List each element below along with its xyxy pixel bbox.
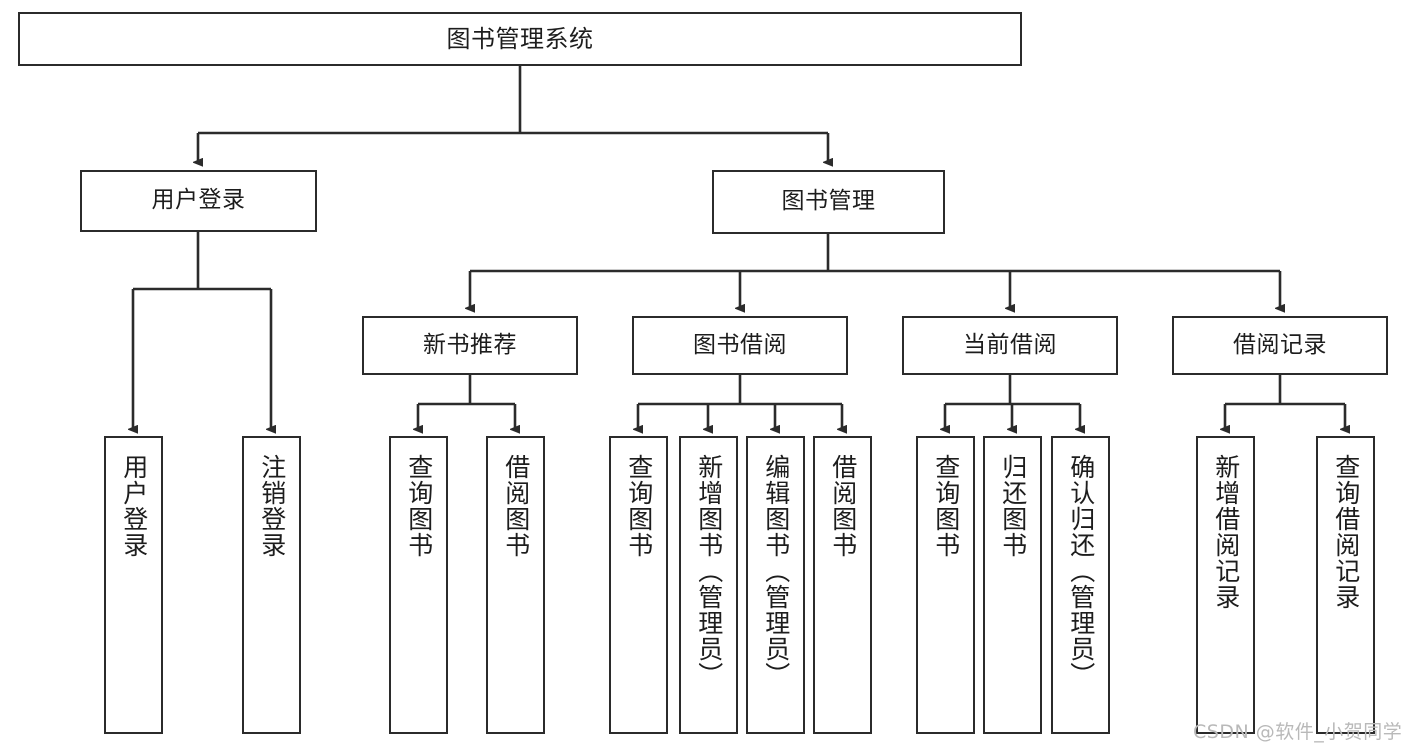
node-label: 图书管理系统 [446, 24, 594, 53]
node-label: 确认归还（管理员） [1066, 454, 1096, 688]
node-leaf-book-borrow-edit[interactable]: 编辑图书（管理员） [746, 436, 805, 734]
node-leaf-book-borrow-query[interactable]: 查询图书 [609, 436, 668, 734]
node-borrow-record[interactable]: 借阅记录 [1172, 316, 1388, 375]
node-label: 查询借阅记录 [1331, 454, 1361, 610]
node-leaf-new-book-query[interactable]: 查询图书 [389, 436, 448, 734]
node-leaf-user-login-login[interactable]: 用户登录 [104, 436, 163, 734]
node-book-borrow[interactable]: 图书借阅 [632, 316, 848, 375]
node-label: 注销登录 [257, 454, 287, 558]
node-leaf-current-borrow-return[interactable]: 归还图书 [983, 436, 1042, 734]
node-user-login[interactable]: 用户登录 [80, 170, 317, 232]
node-leaf-book-borrow-borrow[interactable]: 借阅图书 [813, 436, 872, 734]
node-label: 编辑图书（管理员） [761, 454, 791, 688]
node-label: 图书管理 [781, 188, 876, 215]
node-label: 图书借阅 [693, 331, 787, 358]
node-label: 新增借阅记录 [1211, 454, 1241, 610]
node-label: 查询图书 [404, 454, 434, 558]
node-book-management[interactable]: 图书管理 [712, 170, 945, 234]
node-label: 归还图书 [998, 454, 1028, 558]
node-label: 当前借阅 [963, 331, 1057, 358]
node-label: 借阅记录 [1233, 331, 1327, 358]
node-leaf-book-borrow-add[interactable]: 新增图书（管理员） [679, 436, 738, 734]
node-new-book-recommend[interactable]: 新书推荐 [362, 316, 578, 375]
node-current-borrow[interactable]: 当前借阅 [902, 316, 1118, 375]
node-label: 查询图书 [624, 454, 654, 558]
node-leaf-borrow-record-query[interactable]: 查询借阅记录 [1316, 436, 1375, 734]
csdn-watermark: CSDN @软件_小贺同学 [1193, 717, 1402, 744]
node-leaf-current-borrow-confirm-return[interactable]: 确认归还（管理员） [1051, 436, 1110, 734]
node-label: 用户登录 [119, 454, 149, 558]
node-root-book-management-system[interactable]: 图书管理系统 [18, 12, 1022, 66]
node-label: 用户登录 [151, 187, 246, 214]
node-label: 新增图书（管理员） [694, 454, 724, 688]
watermark-text: CSDN @软件_小贺同学 [1193, 721, 1403, 743]
node-leaf-borrow-record-add[interactable]: 新增借阅记录 [1196, 436, 1255, 734]
node-leaf-user-login-logout[interactable]: 注销登录 [242, 436, 301, 734]
node-label: 借阅图书 [501, 454, 531, 558]
node-label: 新书推荐 [423, 331, 517, 358]
node-label: 查询图书 [931, 454, 961, 558]
node-label: 借阅图书 [828, 454, 858, 558]
node-leaf-new-book-borrow[interactable]: 借阅图书 [486, 436, 545, 734]
node-leaf-current-borrow-query[interactable]: 查询图书 [916, 436, 975, 734]
